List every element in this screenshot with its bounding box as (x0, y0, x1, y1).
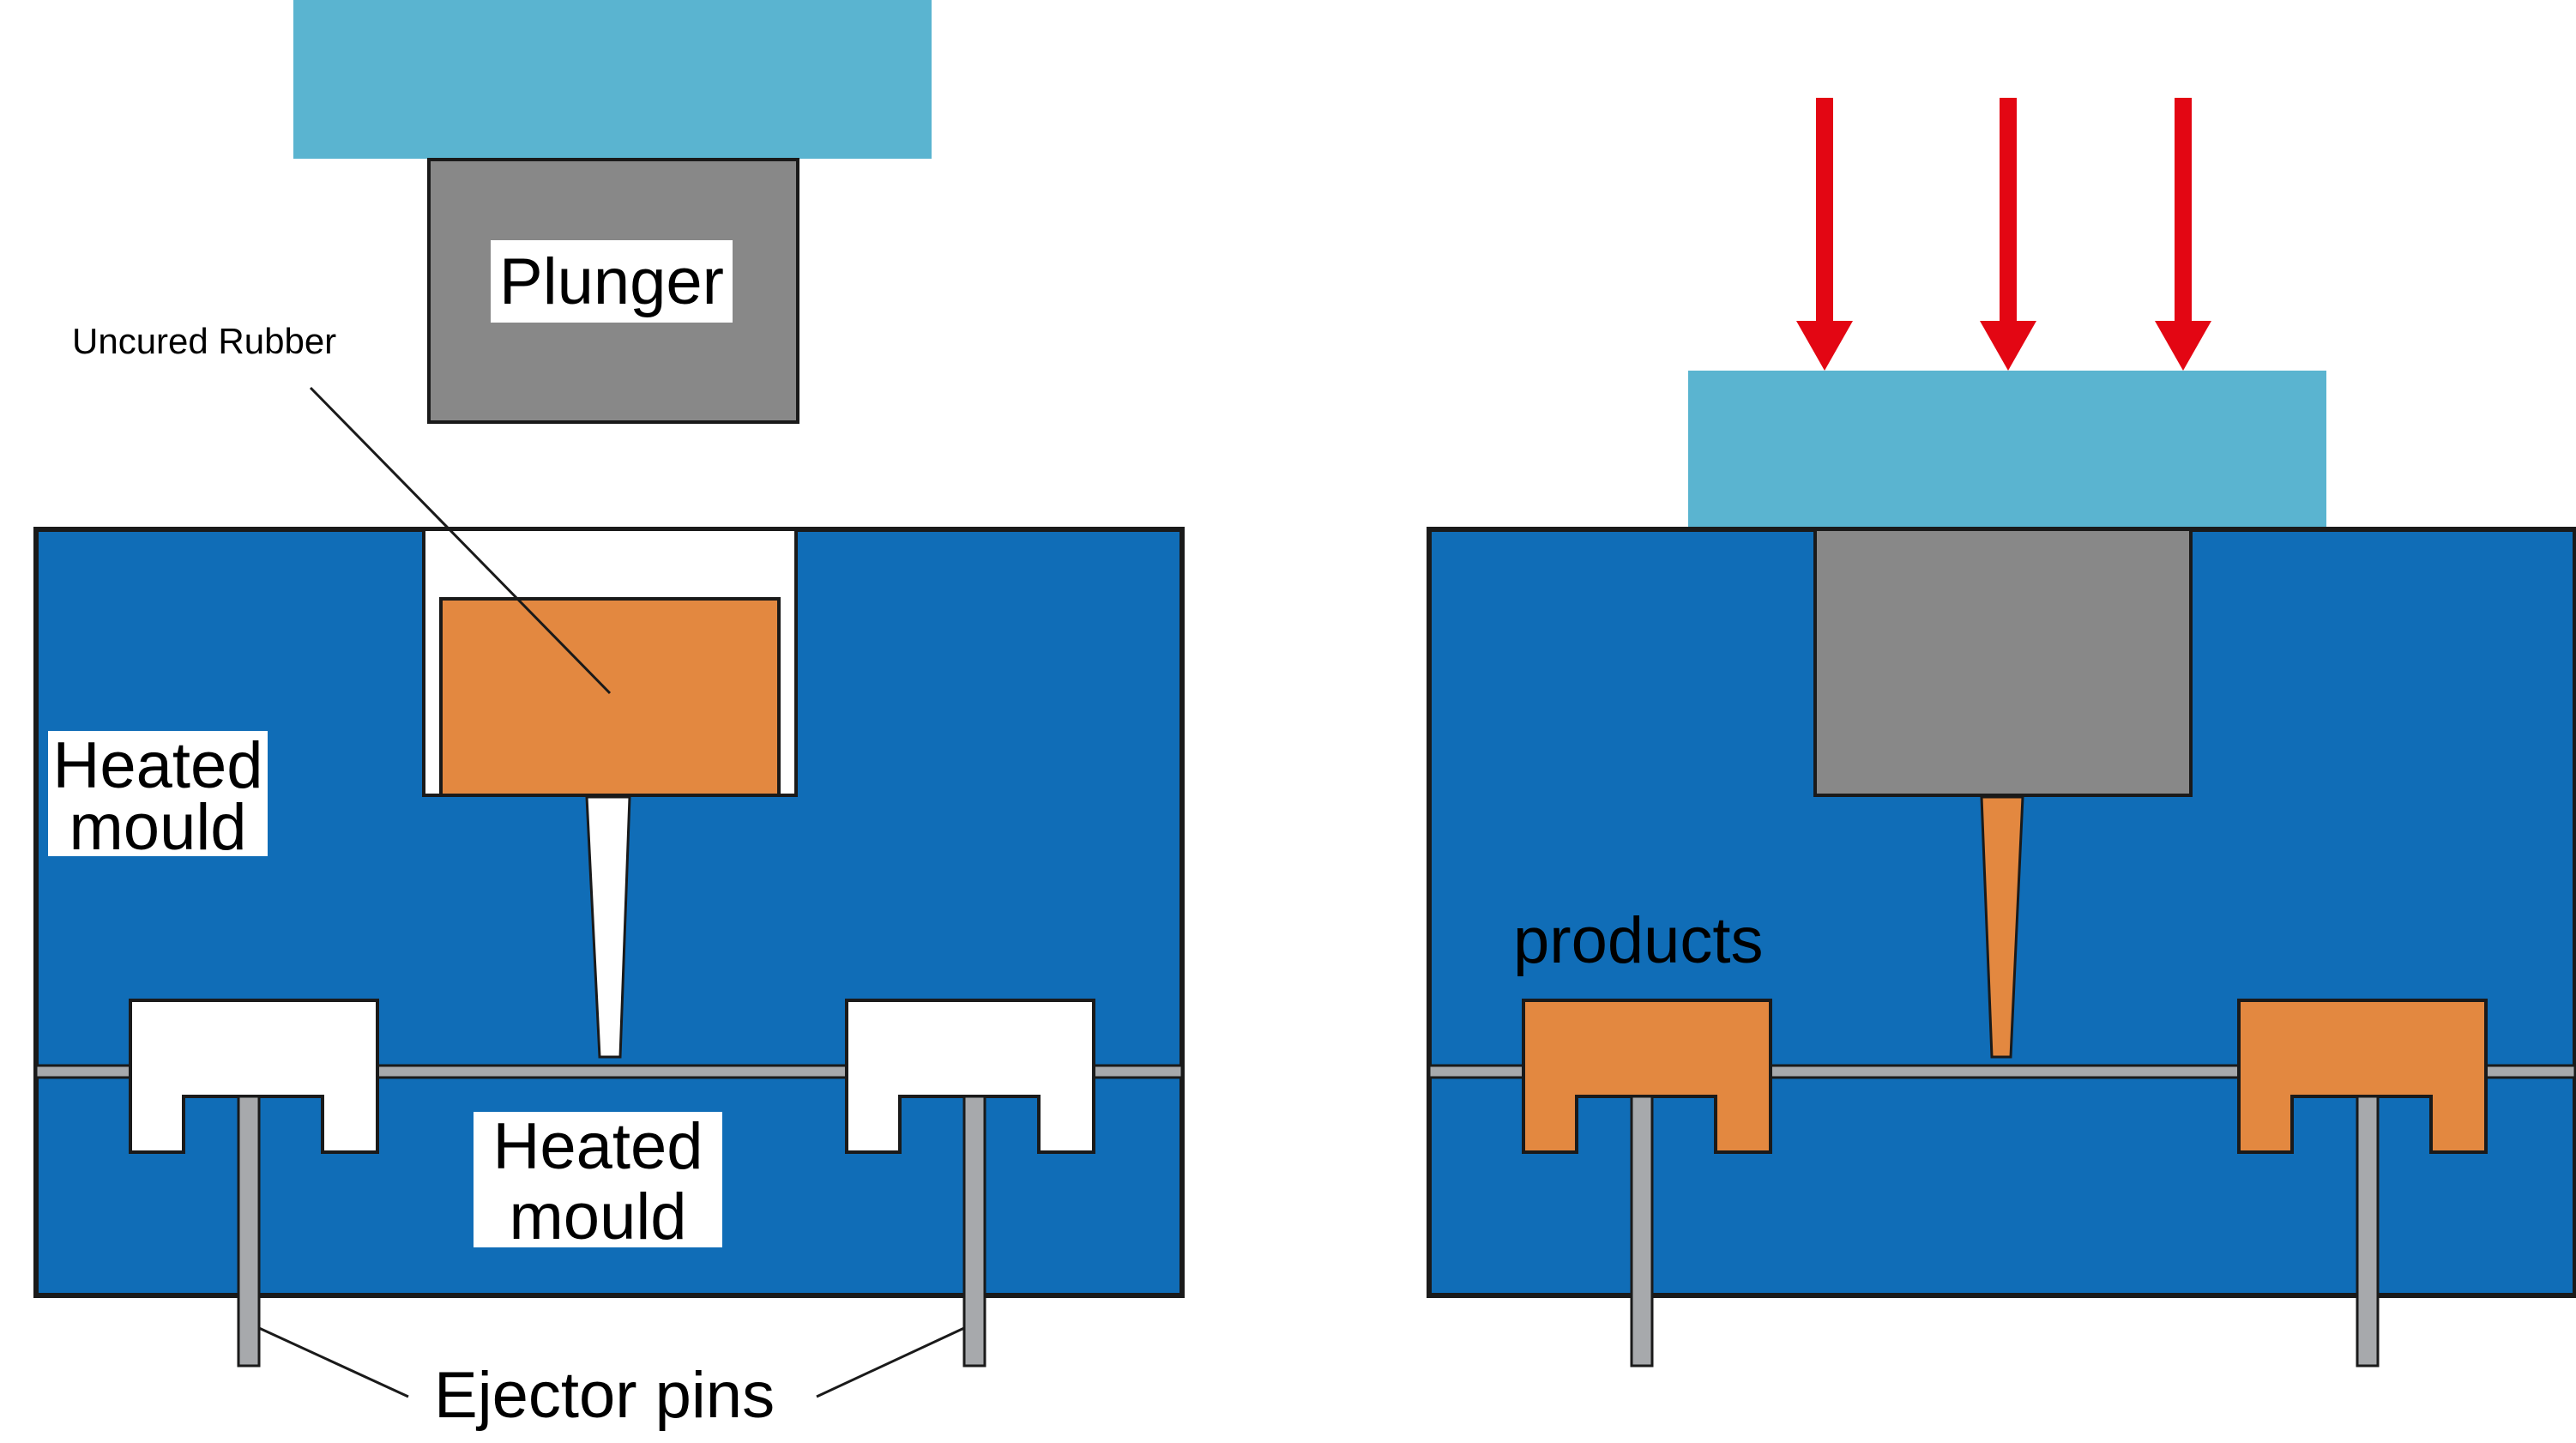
heated-mould-bottom-label-bg (474, 1112, 722, 1247)
products-label: products (1513, 904, 1764, 977)
press-plate-right (1688, 371, 2326, 530)
sprue-right (1980, 795, 2024, 1059)
force-arrows (1796, 98, 2211, 371)
ejector-pin-right-1 (1630, 1095, 1654, 1368)
ejector-pin-right-2 (2356, 1095, 2380, 1368)
ejector-pins-label: Ejector pins (434, 1359, 775, 1432)
force-arrow-3 (2155, 98, 2211, 371)
ejector-pin-left-1 (237, 1095, 261, 1368)
sprue-left (585, 795, 631, 1059)
cavity-left-2 (845, 999, 1095, 1154)
uncured-rubber-label: Uncured Rubber (72, 321, 336, 361)
right-panel: products (1427, 98, 2576, 1368)
uncured-rubber-leader (309, 386, 612, 695)
cavity-left-1 (129, 999, 379, 1154)
ejector-pins-leader-1 (258, 1326, 409, 1398)
plunger-label: Plunger (499, 245, 724, 318)
plunger-label-bg (491, 240, 733, 323)
force-arrow-1 (1796, 98, 1853, 371)
product-right-2 (2237, 999, 2488, 1154)
left-panel: Plunger Heated mould Heated mould Uncure… (33, 0, 1185, 1432)
heated-mould-bottom-label-line1: Heated (492, 1110, 703, 1183)
heated-mould-top-label-line2: mould (69, 791, 247, 864)
heated-mould-top-label-line1: Heated (52, 729, 262, 802)
force-arrow-2 (1980, 98, 2036, 371)
uncured-rubber-charge (439, 597, 781, 797)
press-plate-left (293, 0, 932, 159)
ejector-pin-left-2 (962, 1095, 986, 1368)
ejector-pins-leader-2 (816, 1326, 965, 1398)
plunger-right (1813, 528, 2193, 797)
heated-mould-bottom-label-line2: mould (510, 1180, 687, 1253)
heated-mould-top-label-bg (48, 731, 268, 856)
product-right-1 (1522, 999, 1772, 1154)
